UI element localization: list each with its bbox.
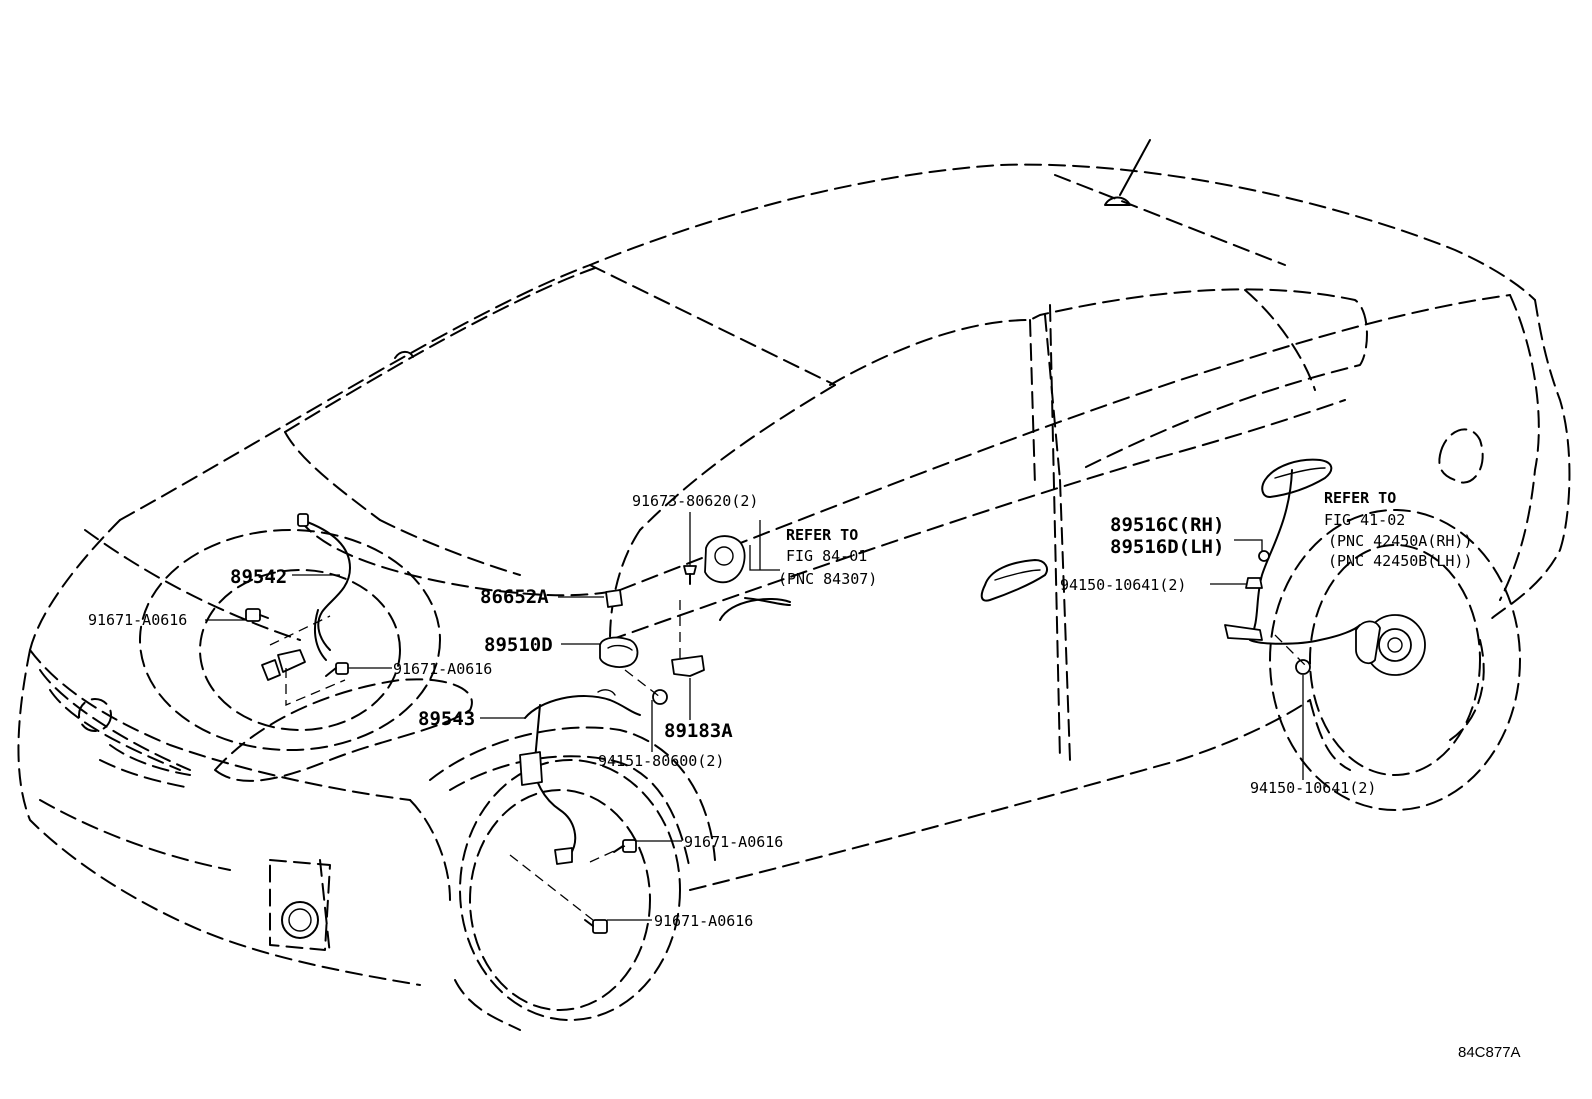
door-handle-front [980, 559, 1048, 602]
spiral-cable[interactable] [704, 535, 791, 621]
label-94150-b[interactable]: 94150-10641(2) [1250, 779, 1376, 797]
reference-note-fig-41-02[interactable]: REFER TO FIG 41-02 (PNC 42450A(RH)) (PNC… [1324, 489, 1473, 570]
nut-94150-b[interactable] [1295, 659, 1311, 675]
figure-code: 84C877A [1458, 1044, 1521, 1061]
door-handle-rear [1261, 458, 1333, 498]
label-91671-c[interactable]: 91671-A0616 [684, 833, 783, 851]
sensor-89510D[interactable] [599, 636, 639, 668]
label-94150-a[interactable]: 94150-10641(2) [1060, 576, 1186, 594]
nut-94151[interactable] [652, 689, 668, 705]
bolt-91671-a[interactable] [245, 608, 269, 622]
leader-lines [205, 512, 1306, 925]
ref1-line3: (PNC 84307) [778, 570, 877, 588]
rear-axle-hub[interactable] [1355, 614, 1426, 676]
label-86652A[interactable]: 86652A [480, 586, 549, 608]
bolt-91671-b[interactable] [325, 662, 349, 677]
label-89516C[interactable]: 89516C(RH) [1110, 514, 1224, 536]
label-89543[interactable]: 89543 [418, 708, 475, 730]
ref1-line1: REFER TO [786, 526, 858, 544]
label-94151[interactable]: 94151-80600(2) [598, 752, 724, 770]
ref2-line2: FIG 41-02 [1324, 511, 1405, 529]
reference-note-fig-84-01[interactable]: REFER TO FIG 84-01 (PNC 84307) [778, 526, 877, 588]
ref2-line3: (PNC 42450A(RH)) [1328, 532, 1473, 550]
ref2-line1: REFER TO [1324, 489, 1396, 507]
part-labels: 89542 91671-A0616 91671-A0616 86652A 895… [88, 492, 1376, 930]
label-91671-b[interactable]: 91671-A0616 [393, 660, 492, 678]
nut-94150-a[interactable] [1245, 577, 1263, 589]
sensor-wire-89516[interactable] [1224, 469, 1361, 645]
label-91671-a[interactable]: 91671-A0616 [88, 611, 187, 629]
ref2-line4: (PNC 42450B(LH)) [1328, 552, 1473, 570]
bolt-91671-d[interactable] [584, 919, 608, 934]
screw-91673[interactable] [683, 565, 697, 585]
label-91671-d[interactable]: 91671-A0616 [654, 912, 753, 930]
sensor-wire-89543[interactable] [519, 689, 641, 865]
clip-86652A[interactable] [605, 589, 623, 608]
label-89510D[interactable]: 89510D [484, 634, 553, 656]
sensor-wire-89542[interactable] [261, 513, 351, 681]
label-89542[interactable]: 89542 [230, 566, 287, 588]
label-89183A[interactable]: 89183A [664, 720, 733, 742]
label-91673[interactable]: 91673-80620(2) [632, 492, 758, 510]
vehicle-outline [17, 139, 1571, 1031]
ref1-line2: FIG 84-01 [786, 547, 867, 565]
bracket-89183A[interactable] [671, 655, 705, 677]
label-89516D[interactable]: 89516D(LH) [1110, 536, 1224, 558]
